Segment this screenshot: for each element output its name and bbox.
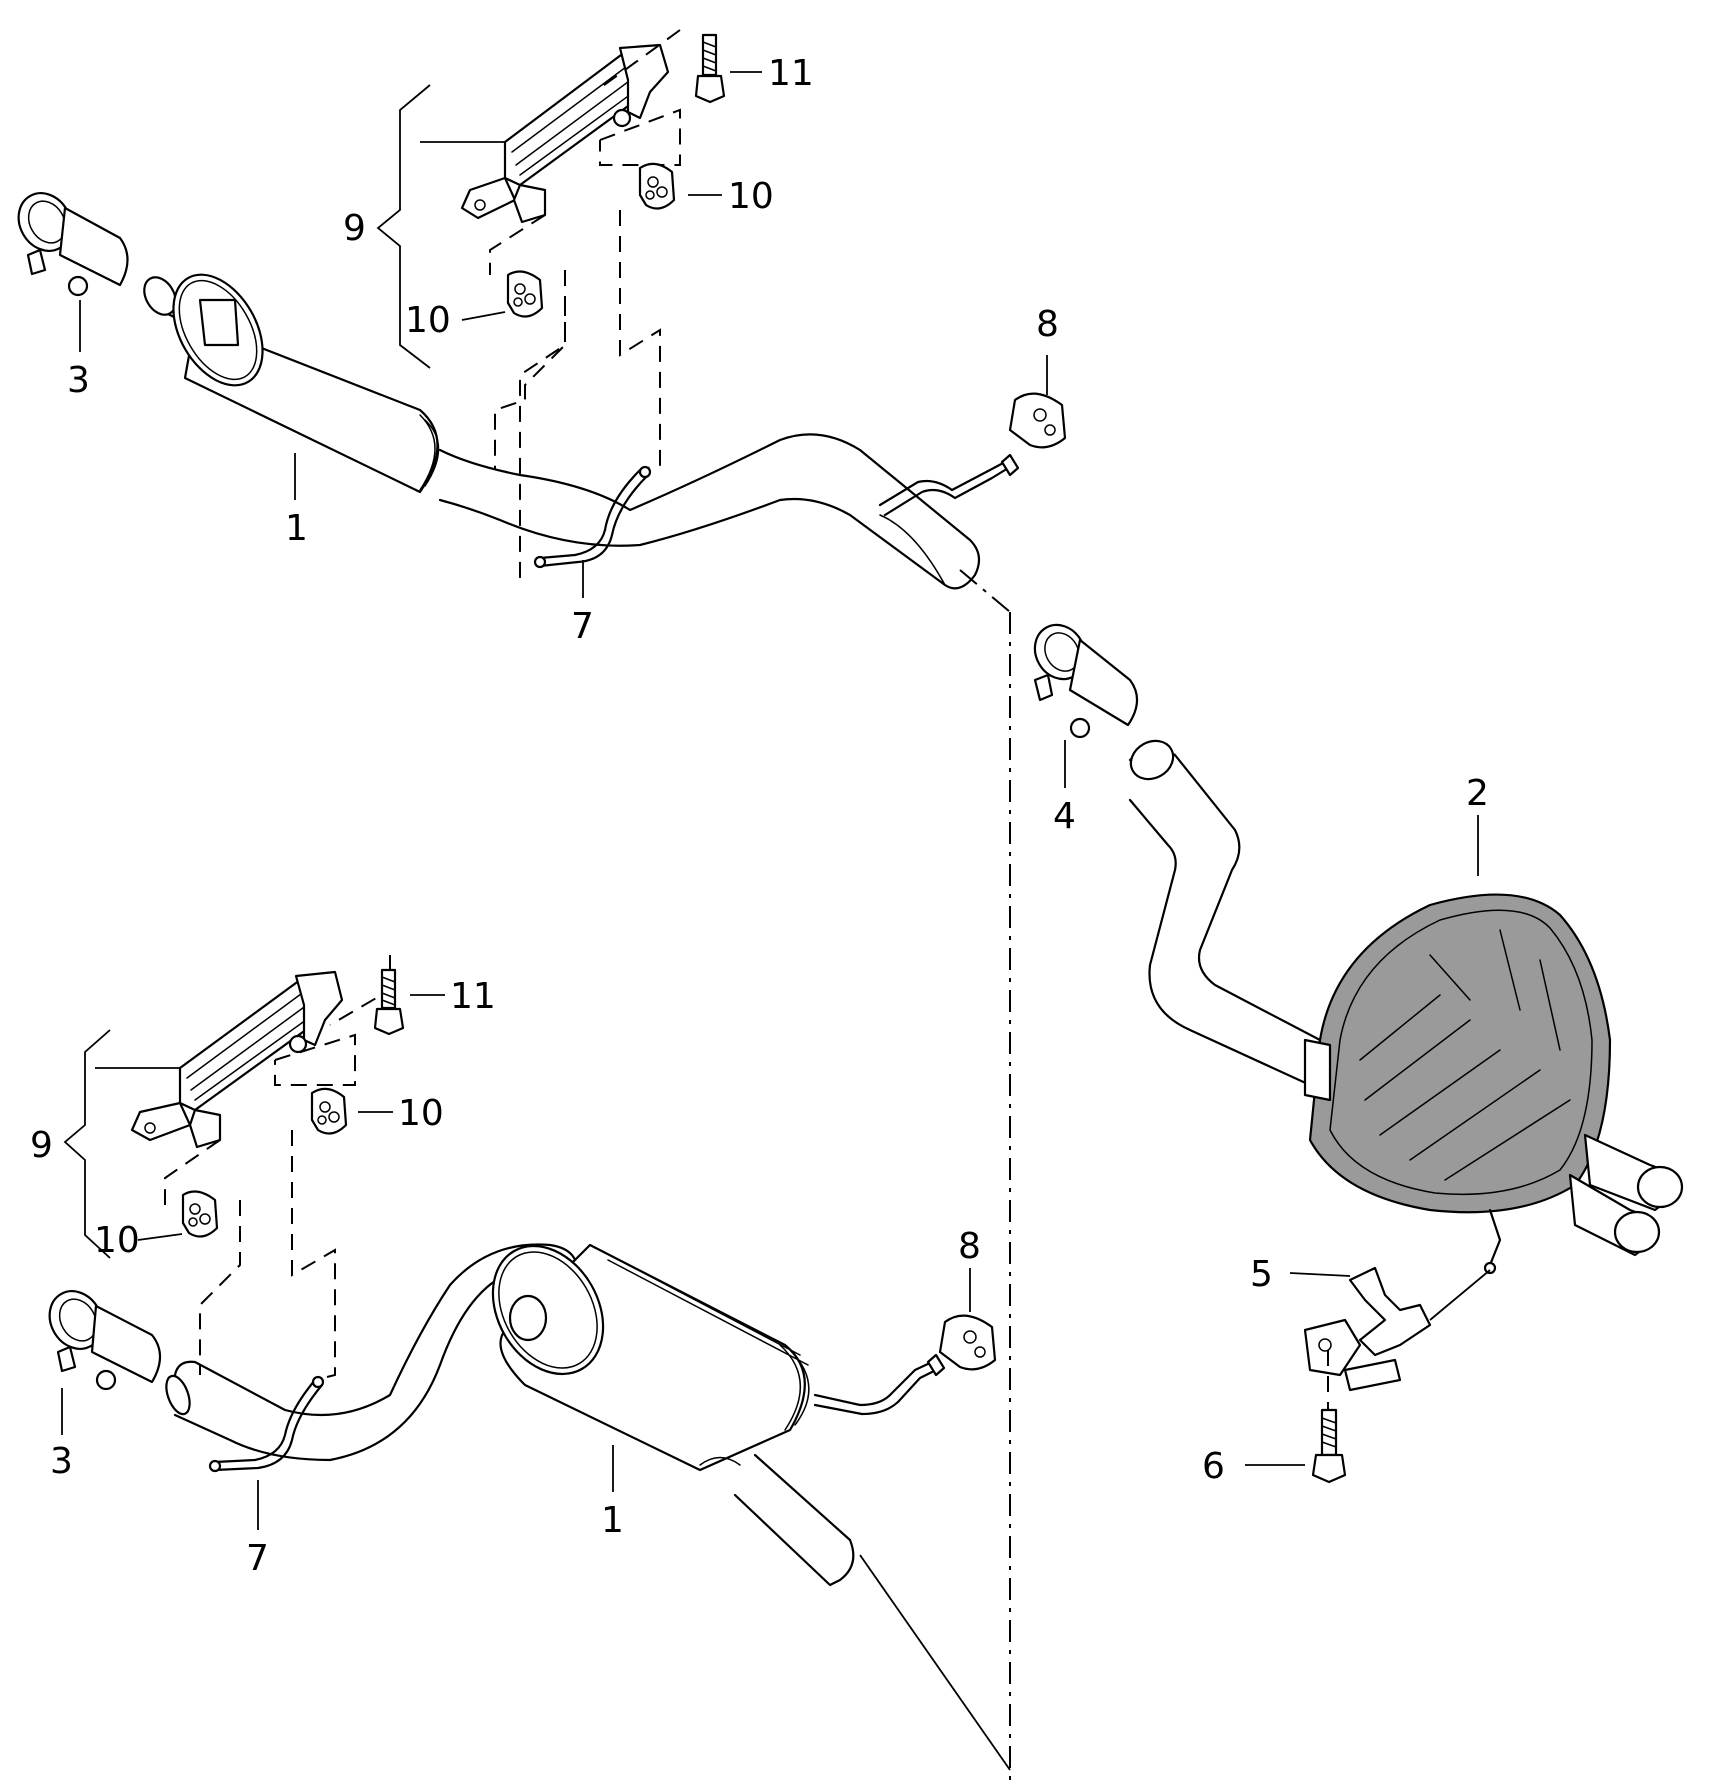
lower-bolt	[373, 968, 405, 1036]
lower-rubber-mount-rear	[926, 1314, 997, 1377]
lower-mounting-bracket	[130, 970, 344, 1149]
upper-assembly	[17, 29, 1139, 739]
callout-8-upper: 8	[1036, 304, 1059, 345]
lower-rubber-mount-b	[181, 1190, 219, 1238]
lower-hanger-rod	[213, 1378, 317, 1464]
upper-rubber-mount-a	[638, 162, 676, 210]
callout-7-upper: 7	[571, 606, 594, 647]
rear-hanger-bracket	[1303, 1266, 1432, 1392]
lower-rubber-mount-a	[310, 1087, 348, 1135]
callout-7-lower: 7	[246, 1538, 269, 1579]
upper-front-muffler	[143, 273, 440, 494]
rear-connecting-pipe	[1128, 747, 1322, 1087]
callout-labels: 11 10 10 9 3 1 7 8 4 2 5 6 11 10 10 9 3 …	[30, 53, 1489, 1579]
callout-11-lower: 11	[450, 976, 496, 1017]
upper-mounting-bracket	[460, 43, 670, 224]
callout-9-lower: 9	[30, 1125, 53, 1166]
lower-assembly	[48, 955, 1011, 1771]
callout-8-lower: 8	[958, 1226, 981, 1267]
callout-10-lower-b: 10	[94, 1220, 140, 1261]
callout-10-lower-a: 10	[398, 1093, 444, 1134]
rear-tailpipes	[1568, 1133, 1684, 1257]
callout-10-upper-b: 10	[405, 300, 451, 341]
upper-front-clamp	[17, 192, 129, 297]
rear-silencer	[1303, 893, 1612, 1214]
upper-middle-clamp	[1033, 623, 1139, 739]
callout-11-upper: 11	[768, 53, 814, 94]
leader-lines	[61, 71, 1479, 1530]
upper-hanger-rod	[538, 468, 642, 560]
callout-2-rear: 2	[1466, 773, 1489, 814]
lower-bracket-brace	[63, 1029, 111, 1259]
upper-rubber-mount-b	[506, 270, 544, 318]
callout-1-lower: 1	[601, 1500, 624, 1541]
callout-9-upper: 9	[343, 208, 366, 249]
upper-bolt	[694, 33, 726, 104]
rear-assembly	[1128, 739, 1684, 1484]
callout-1-upper: 1	[285, 508, 308, 549]
callout-3-lower: 3	[50, 1441, 73, 1482]
upper-bracket-brace	[376, 84, 431, 369]
lower-front-muffler	[491, 1243, 810, 1472]
callout-4-upper: 4	[1053, 796, 1076, 837]
callout-3-upper: 3	[67, 360, 90, 401]
lower-front-clamp	[48, 1290, 162, 1391]
upper-rubber-mount-rear	[1000, 392, 1067, 477]
upper-mount-line-a	[599, 29, 681, 166]
rear-bolt	[1311, 1350, 1347, 1484]
callout-5-rear: 5	[1250, 1254, 1273, 1295]
callout-10-upper-a: 10	[728, 176, 774, 217]
callout-6-rear: 6	[1202, 1446, 1225, 1487]
upper-intermediate-pipe	[438, 433, 981, 590]
